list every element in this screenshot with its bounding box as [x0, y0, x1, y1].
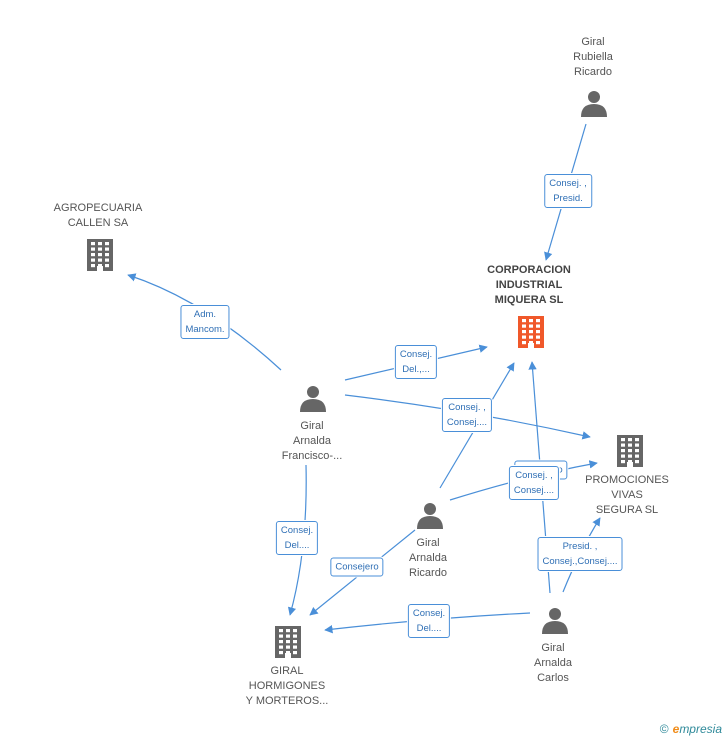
person-icon[interactable]	[581, 91, 607, 117]
edge-label-e9[interactable]: Presid. , Consej.,Consej....	[537, 537, 623, 571]
building-icon[interactable]	[275, 626, 301, 658]
node-label-giral-arnalda-francisco[interactable]: Giral Arnalda Francisco-...	[281, 420, 343, 462]
edge-label-e3[interactable]: Consej. Del.,...	[394, 345, 438, 379]
edge-label-e5[interactable]: Consej. Del....	[275, 521, 319, 555]
nodes	[87, 91, 643, 658]
edges	[127, 123, 601, 634]
edge-label-e8[interactable]: Consej. , Consej....	[508, 466, 560, 500]
node-label-agropecuaria-callen[interactable]: AGROPECUARIA CALLEN SA	[53, 202, 143, 229]
node-label-giral-arnalda-carlos[interactable]: Giral Arnalda Carlos	[534, 642, 572, 684]
node-label-giral-hormigones[interactable]: GIRAL HORMIGONES Y MORTEROS...	[245, 665, 329, 707]
person-icon[interactable]	[542, 608, 568, 634]
person-icon[interactable]	[300, 386, 326, 412]
node-label-giral-rubiella-ricardo[interactable]: Giral Rubiella Ricardo	[573, 36, 613, 78]
footer-brand: © empresia	[660, 722, 722, 736]
node-label-corporacion-industrial[interactable]: CORPORACION INDUSTRIAL MIQUERA SL	[487, 264, 571, 306]
edge-label-e1[interactable]: Consej. , Presid.	[544, 174, 592, 208]
person-icon[interactable]	[417, 503, 443, 529]
node-label-promociones-vivas[interactable]: PROMOCIONES VIVAS SEGURA SL	[585, 474, 669, 516]
edge-label-e10[interactable]: Consej. Del....	[407, 604, 451, 638]
building-icon[interactable]	[518, 316, 544, 348]
edge-label-e2[interactable]: Adm. Mancom.	[180, 305, 230, 339]
node-label-giral-arnalda-ricardo[interactable]: Giral Arnalda Ricardo	[409, 537, 447, 579]
edge-label-e6[interactable]: Consejero	[330, 557, 384, 577]
brand-name: empresia	[672, 722, 722, 736]
building-icon[interactable]	[87, 239, 113, 271]
building-icon[interactable]	[617, 435, 643, 467]
copyright-symbol: ©	[659, 722, 669, 736]
edge-label-e4[interactable]: Consej. , Consej....	[441, 398, 493, 432]
